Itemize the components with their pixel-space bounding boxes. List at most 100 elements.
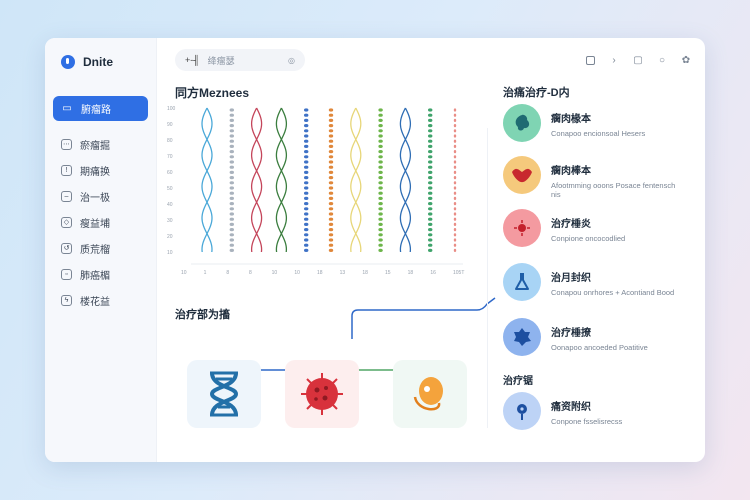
strand-dot [428, 176, 433, 180]
chart-title: 同方Meznees [175, 86, 250, 100]
strand-dot [428, 181, 433, 185]
strand-dot [453, 217, 457, 221]
strand-dot [229, 207, 234, 211]
strand-dot [428, 243, 433, 247]
strand-dot [328, 243, 334, 247]
strand-dot [229, 196, 234, 200]
dna-card[interactable] [187, 360, 261, 428]
message-icon[interactable]: ▢ [633, 54, 643, 66]
treatment-item-desc: Conpione oncocodlied [551, 234, 626, 243]
strand-dot [304, 108, 309, 112]
sequence-strand [350, 107, 362, 253]
strand-dot [229, 176, 234, 180]
square-icon[interactable] [586, 55, 595, 65]
extension-icon[interactable]: ✿ [681, 54, 691, 66]
strand-dot [229, 217, 234, 221]
strand-dot [428, 222, 433, 226]
strand-dot [453, 228, 457, 232]
strand-dot [328, 160, 334, 164]
sidebar-nav: ▭ 腑瘤路 ⋯ 瘀瘤掘 ! 期痛换 – 治一极 ◇ 瘦益埔 ↺ 质荒榴 [53, 96, 148, 313]
strand-dot [378, 129, 383, 133]
sidebar-item-5[interactable]: ◇ 瘦益埔 [53, 209, 148, 235]
sidebar-item-6[interactable]: ↺ 质荒榴 [53, 235, 148, 261]
strand-dot [328, 176, 334, 180]
sidebar-item-3[interactable]: ! 期痛换 [53, 157, 148, 183]
treatment-item-6[interactable]: 痛资附织 Conpone fsselisrecss › [503, 392, 705, 430]
strand-dot [428, 196, 433, 200]
strand-dot [453, 124, 457, 128]
chevron-right-icon[interactable]: › [612, 54, 616, 66]
strand-dot [304, 243, 309, 247]
strand-dot [378, 108, 383, 112]
strand-dot [378, 113, 383, 117]
strand-dot [453, 238, 457, 242]
strand-dot [378, 243, 383, 247]
sidebar-item-label: 治一极 [80, 192, 110, 204]
minus-icon: – [61, 190, 72, 202]
strand-dot [428, 113, 433, 117]
strand-dot [304, 196, 309, 200]
x-tick-label: 10 [272, 270, 278, 276]
strand-dot [428, 207, 433, 211]
strand-dot [304, 248, 309, 252]
strand-dot [304, 228, 309, 232]
strand-dot [453, 160, 457, 164]
search-placeholder: 绛瘤瑟 [207, 55, 235, 66]
strand-dot [229, 113, 234, 117]
strand-dot [328, 118, 334, 122]
strand-dot [328, 113, 334, 117]
x-tick-label: 18 [362, 270, 368, 276]
history-icon: ↺ [61, 242, 72, 254]
sidebar-item-2[interactable]: ⋯ 瘀瘤掘 [53, 131, 148, 157]
flow-connector-main [351, 297, 496, 339]
treatment-item-name: 瘸肉棒本 [551, 166, 591, 177]
strand-dot [304, 113, 309, 117]
strand-dot [229, 124, 234, 128]
chat-icon: ⋯ [61, 138, 72, 150]
strand-dot [428, 212, 433, 216]
brand[interactable]: Dnite [61, 52, 148, 72]
strand-dot [453, 196, 457, 200]
treatment-item-desc: Conapoo encionsoal Hesers [551, 129, 646, 138]
treatment-item-1[interactable]: 瘸肉椽本 Conapoo encionsoal Hesers [503, 104, 705, 142]
search-input[interactable]: +-╢ 绛瘤瑟 ◎ [175, 49, 305, 71]
strand-dot [304, 176, 309, 180]
flask-icon [503, 263, 541, 301]
treatment-item-4[interactable]: 治月封织 Conapou onrhores + Acontiand Bood [503, 263, 705, 301]
strand-dot [453, 118, 457, 122]
immune-cell-icon [413, 377, 443, 411]
strand-dot [428, 118, 433, 122]
sidebar-item-8[interactable]: ϟ 楼花益 [53, 287, 148, 313]
sidebar-item-7[interactable]: ▫ 肺癌楣 [53, 261, 148, 287]
treatment-item-desc: Conpone fsselisrecss [551, 417, 623, 426]
strand-dot [304, 165, 309, 169]
stem-cell-icon [503, 104, 541, 142]
treatment-item-3[interactable]: 治疗棰炎 Conpione oncocodlied [503, 209, 705, 247]
panel-divider [487, 128, 488, 428]
strand-dot [453, 181, 457, 185]
strand-dot [378, 176, 383, 180]
treatment-item-5[interactable]: 治疗棰撩 Oonapoo ancoeded Poatitive › [503, 318, 705, 356]
sidebar-item-4[interactable]: – 治一极 [53, 183, 148, 209]
strand-dot [453, 139, 457, 143]
strand-dot [378, 238, 383, 242]
strand-dot [378, 212, 383, 216]
strand-dot [328, 155, 334, 159]
strand-dot [378, 202, 383, 206]
x-tick-label: 10 [294, 270, 300, 276]
topbar: +-╢ 绛瘤瑟 ◎ › ▢ ○ ✿ [175, 49, 691, 71]
treatment-item-desc: Conapou onrhores + Acontiand Bood [551, 288, 675, 297]
strand-dot [428, 191, 433, 195]
strand-dot [428, 155, 433, 159]
info-icon[interactable]: ○ [658, 54, 666, 66]
treatment-item-2[interactable]: 瘸肉棒本 Afootmming ooons Posace fentensch n… [503, 156, 705, 199]
strand-dot [229, 118, 234, 122]
immune-cell-card[interactable] [393, 360, 467, 428]
strand-dot [328, 181, 334, 185]
sidebar-item-1[interactable]: ▭ 腑瘤路 [53, 96, 148, 121]
strand-dot [229, 238, 234, 242]
strand-dot [428, 108, 433, 112]
strand-dot [304, 217, 309, 221]
x-tick-label: 8 [249, 270, 252, 276]
tumor-cell-card[interactable] [285, 360, 359, 428]
